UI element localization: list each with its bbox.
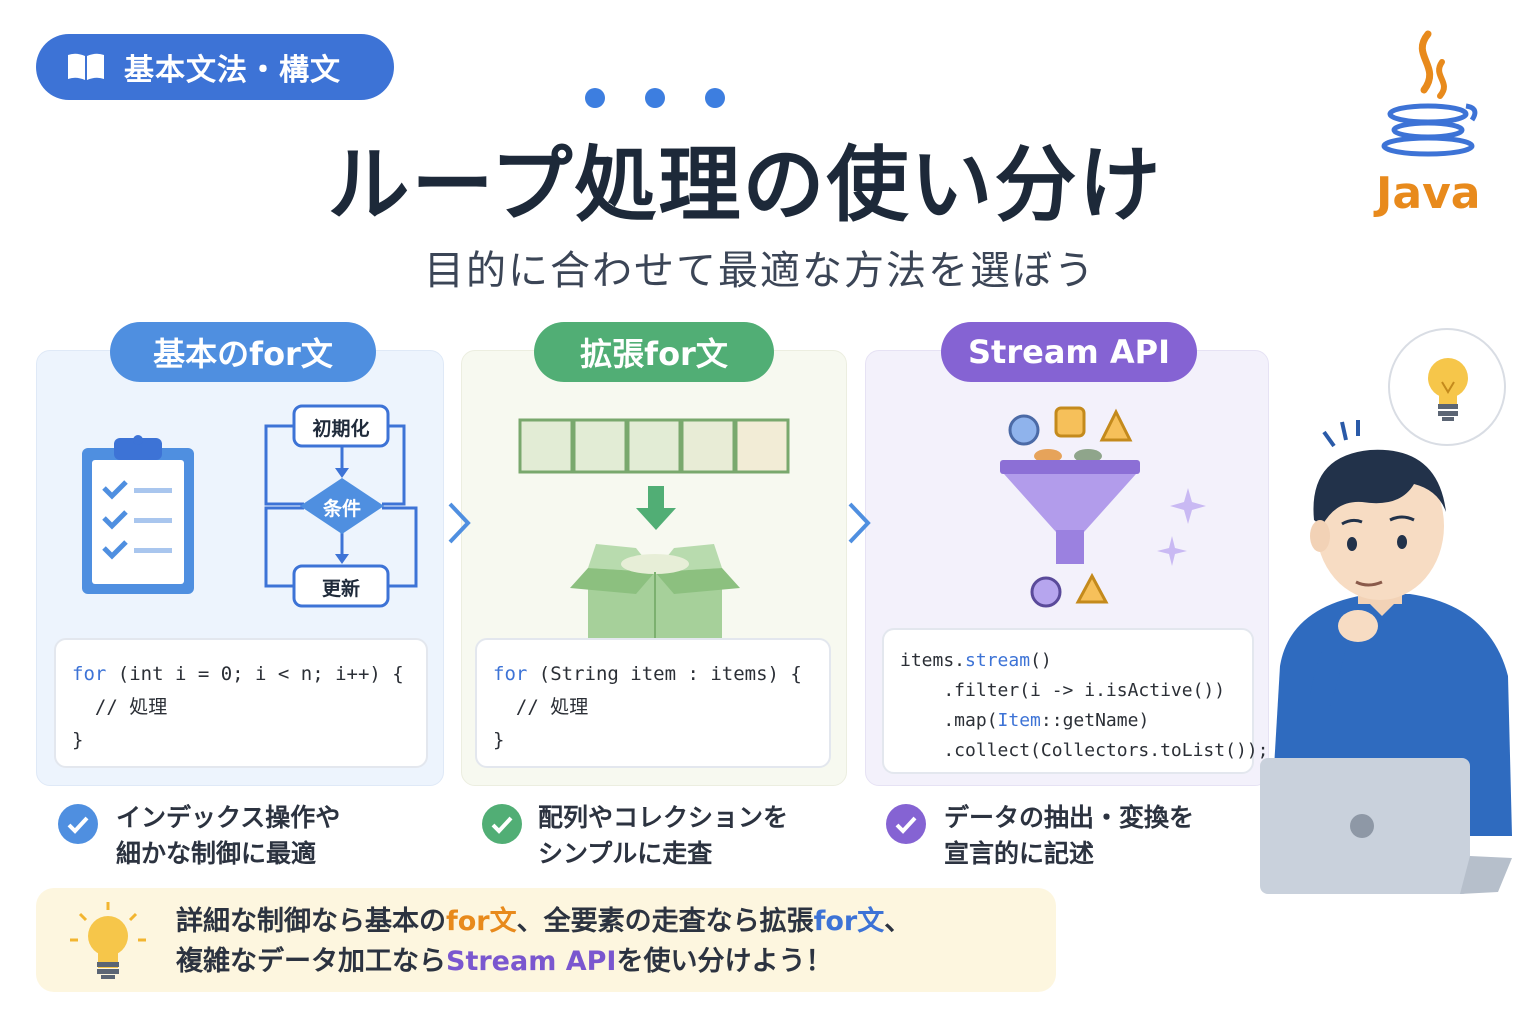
- lightbulb-icon: [70, 902, 146, 979]
- tip-highlight: Stream API: [446, 946, 617, 977]
- down-arrow-icon: [636, 486, 676, 530]
- loop-flowchart: [264, 404, 418, 608]
- page-title: ループ処理の使い分け: [327, 138, 1163, 233]
- java-logo: Java: [1370, 28, 1490, 219]
- tip-highlight: for文: [813, 906, 885, 937]
- chevron-right-icon: [848, 502, 871, 544]
- check-icon: [482, 804, 522, 844]
- enhanced-for-code: for (String item : items) { // 処理 }: [475, 638, 831, 768]
- description-line: シンプルに走査: [538, 839, 713, 868]
- enhanced-for-label: 拡張for文: [534, 322, 774, 382]
- code-line: .filter(i -> i.isActive()): [900, 680, 1226, 701]
- array-items-icon: [518, 418, 790, 474]
- description-line: 細かな制御に最適: [116, 839, 317, 868]
- chevron-right-icon: [448, 502, 471, 544]
- basic-for-description: インデックス操作や 細かな制御に最適: [116, 800, 340, 872]
- category-label: 基本文法・構文: [124, 53, 341, 88]
- code-token: ::getName): [1040, 710, 1150, 731]
- code-token: items.: [900, 650, 966, 671]
- summary-text: 詳細な制御なら基本のfor文、全要素の走査なら拡張for文、 複雑なデータ加工な…: [176, 902, 911, 982]
- code-token: Item: [997, 710, 1041, 731]
- tip-text: 、全要素の走査なら拡張: [516, 906, 814, 937]
- flow-cond-label: 条件: [322, 498, 361, 520]
- check-icon: [886, 804, 926, 844]
- code-line: (String item : items) {: [527, 663, 802, 685]
- page-subtitle: 目的に合わせて最適な方法を選ぼう: [424, 248, 1096, 294]
- summary-tip-box: 詳細な制御なら基本のfor文、全要素の走査なら拡張for文、 複雑なデータ加工な…: [36, 888, 1056, 992]
- code-line: // 処理: [72, 696, 168, 718]
- clipboard-checklist-icon: [82, 435, 194, 594]
- code-token: .map(: [900, 710, 998, 731]
- check-icon: [58, 804, 98, 844]
- tip-text: 詳細な制御なら基本の: [176, 906, 446, 937]
- flow-init-label: 初期化: [312, 418, 370, 440]
- thinking-person-illustration: [1260, 420, 1512, 894]
- tip-highlight: for文: [446, 906, 517, 937]
- filter-funnel-icon: [1000, 406, 1206, 608]
- code-line: }: [72, 729, 84, 751]
- tip-text: 複雑なデータ加工なら: [176, 946, 446, 977]
- code-line: }: [493, 729, 505, 751]
- open-box-icon: [570, 544, 740, 640]
- code-keyword: for: [72, 663, 107, 685]
- category-badge: 基本文法・構文: [36, 34, 394, 100]
- tip-text: を使い分けよう！: [616, 946, 833, 977]
- code-line: .collect(Collectors.toList());: [900, 740, 1269, 761]
- lightbulb-icon: [1428, 358, 1468, 421]
- book-icon: [68, 53, 104, 80]
- tip-text: 、: [884, 906, 912, 937]
- code-token: stream: [965, 650, 1031, 671]
- code-keyword: for: [493, 663, 528, 685]
- java-wordmark: Java: [1376, 168, 1481, 219]
- decorative-dots: [585, 88, 725, 108]
- description-line: インデックス操作や: [116, 803, 341, 832]
- description-line: データの抽出・変換を: [944, 803, 1195, 832]
- code-line: (int i = 0; i < n; i++) {: [106, 663, 404, 685]
- stream-api-code: items.stream() .filter(i -> i.isActive()…: [882, 628, 1269, 774]
- basic-for-label: 基本のfor文: [110, 322, 376, 382]
- enhanced-for-description: 配列やコレクションを シンプルに走査: [538, 800, 788, 872]
- code-token: (): [1030, 650, 1052, 671]
- stream-api-label: Stream API: [941, 322, 1197, 382]
- flow-update-label: 更新: [321, 578, 360, 600]
- description-line: 宣言的に記述: [944, 839, 1095, 868]
- code-line: // 処理: [493, 696, 589, 718]
- coffee-cup-icon: [1381, 30, 1478, 157]
- stream-api-description: データの抽出・変換を 宣言的に記述: [944, 800, 1194, 872]
- basic-for-code: for (int i = 0; i < n; i++) { // 処理 }: [54, 638, 428, 768]
- description-line: 配列やコレクションを: [538, 803, 789, 832]
- thought-bubble: [1388, 328, 1506, 446]
